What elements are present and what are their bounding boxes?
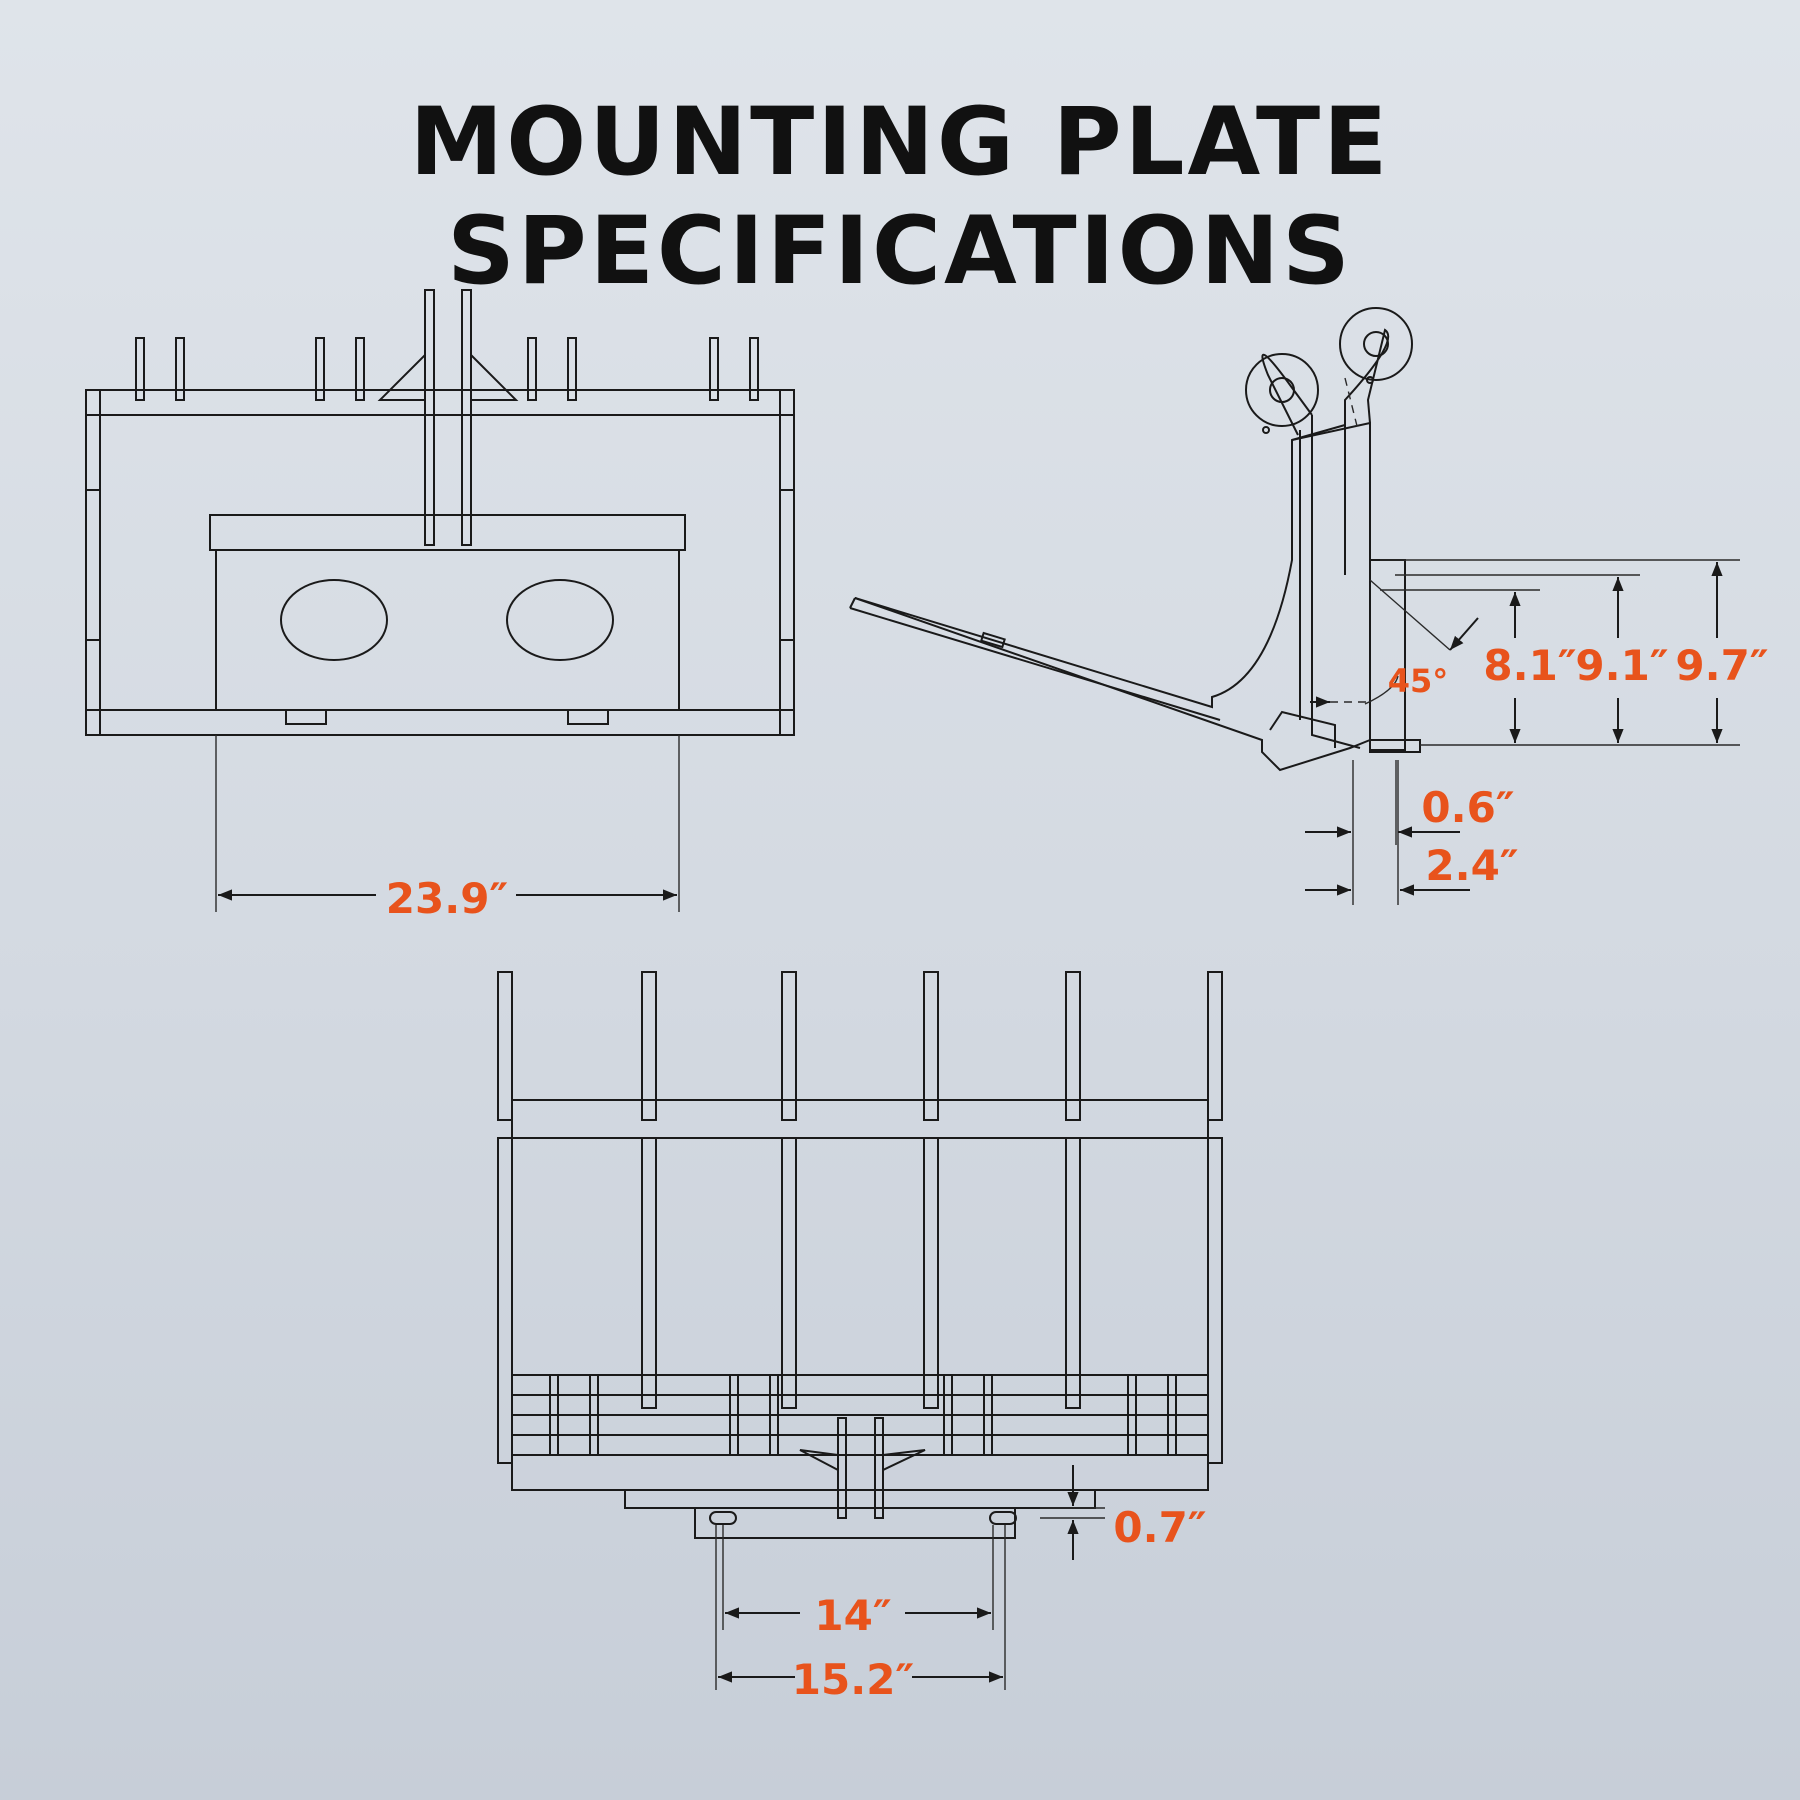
page-title: MOUNTING PLATE SPECIFICATIONS: [409, 88, 1391, 306]
dim-offset-a: 0.6″: [1421, 783, 1514, 832]
side-view: [849, 307, 1740, 905]
dim-slot-spacing-outer: 15.2″: [792, 1655, 914, 1704]
dim-height-a: 8.1″: [1483, 641, 1576, 690]
dim-front-width: 23.9″: [386, 874, 508, 923]
front-tines: [135, 337, 759, 401]
dim-plate-thickness: 0.7″: [1113, 1503, 1206, 1552]
top-view-inner-bars: [641, 1137, 1081, 1409]
dimension-labels: 23.9″ 8.1″ 9.1″ 9.7″ 45° 0.6″ 2.4″ 0.7″ …: [386, 641, 1769, 1704]
dim-offset-b: 2.4″: [1425, 841, 1518, 890]
dim-height-b: 9.1″: [1575, 641, 1668, 690]
top-view: [497, 971, 1223, 1690]
dim-height-c: 9.7″: [1675, 641, 1768, 690]
front-view: [85, 289, 795, 912]
top-view-tines: [497, 971, 1223, 1121]
dim-slot-spacing-inner: 14″: [814, 1591, 891, 1640]
dim-angle: 45°: [1388, 662, 1449, 700]
